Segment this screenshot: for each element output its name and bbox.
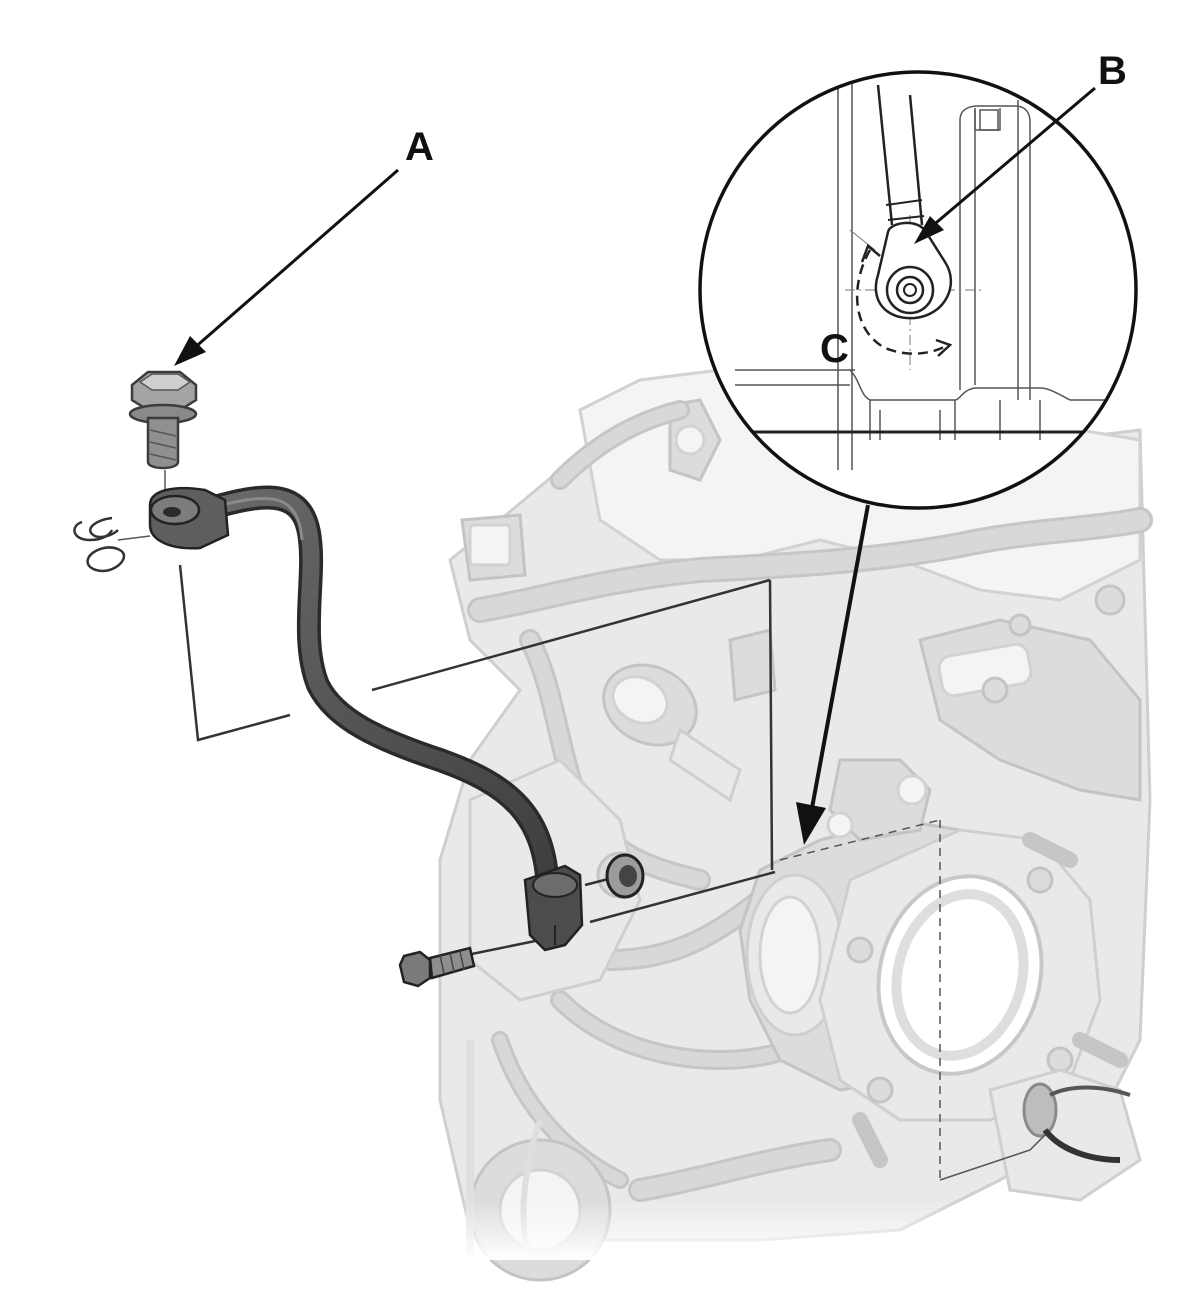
o-ring-washer-left bbox=[73, 516, 151, 573]
detail-magnifier bbox=[698, 70, 1138, 510]
callout-label-b: B bbox=[1098, 49, 1127, 93]
callout-label-a: A bbox=[405, 125, 434, 169]
bolt-lower bbox=[398, 946, 476, 988]
callout-c: C bbox=[820, 327, 849, 371]
bolt-a bbox=[128, 370, 198, 492]
callout-label-c: C bbox=[820, 327, 849, 371]
callout-b: B bbox=[914, 49, 1127, 244]
assembly-guide-lines bbox=[178, 564, 1046, 1181]
magnifier-pointer-arrow bbox=[796, 504, 870, 845]
breather-hose bbox=[148, 485, 584, 952]
engine-assembly bbox=[420, 368, 1180, 1282]
callout-a: A bbox=[174, 125, 434, 366]
washer-right bbox=[605, 853, 645, 899]
